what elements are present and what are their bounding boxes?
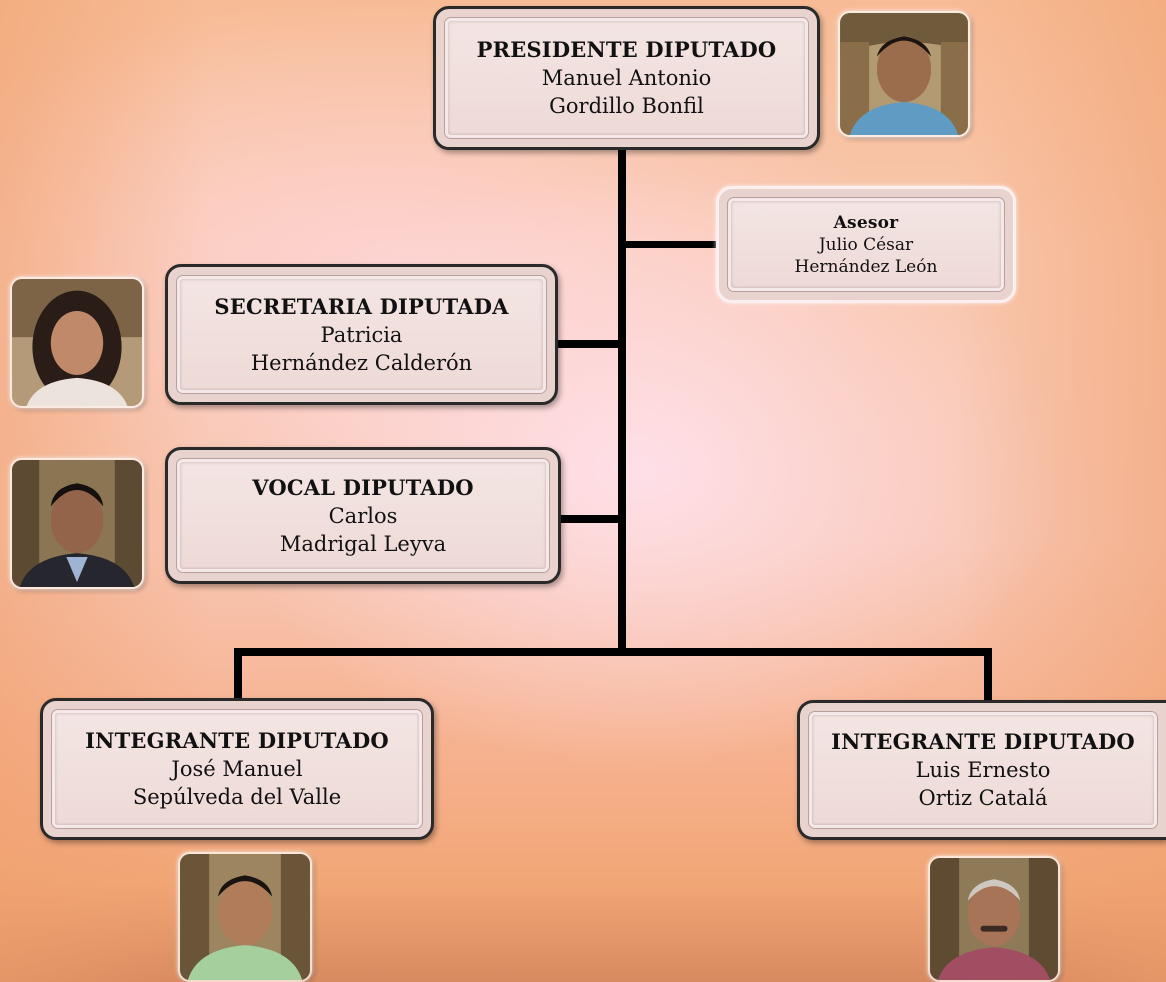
node-name-line-1: Patricia	[320, 322, 403, 347]
connector-integrante-right	[984, 648, 992, 700]
node-role: INTEGRANTE DIPUTADO	[831, 729, 1135, 754]
connector-trunk	[618, 148, 626, 656]
connector-secretaria	[556, 340, 622, 348]
node-name-line-2: Sepúlveda del Valle	[132, 785, 342, 809]
node-asesor: Asesor Julio César Hernández León	[716, 186, 1016, 303]
photo-secretaria	[10, 277, 144, 408]
node-name-line-1: Luis Ernesto	[915, 758, 1051, 782]
photo-presidente	[838, 11, 970, 137]
connector-asesor	[622, 241, 718, 248]
photo-integrante-left	[178, 852, 312, 982]
connector-horizontal	[234, 648, 992, 656]
node-role: PRESIDENTE DIPUTADO	[476, 37, 777, 62]
node-name-line-1: José Manuel	[171, 757, 303, 781]
node-name-line-1: Manuel Antonio	[541, 66, 712, 90]
photo-vocal	[10, 458, 144, 589]
photo-integrante-right	[928, 856, 1060, 982]
portrait-icon	[180, 854, 310, 980]
node-name-line-2: Gordillo Bonfil	[549, 94, 704, 118]
node-name-line-2: Ortiz Catalá	[918, 786, 1048, 810]
node-name-line-2: Madrigal Leyva	[279, 531, 447, 556]
portrait-icon	[12, 279, 142, 406]
connector-vocal	[560, 515, 622, 523]
node-integrante-left: INTEGRANTE DIPUTADO José Manuel Sepúlved…	[40, 698, 434, 840]
node-secretaria: SECRETARIA DIPUTADA Patricia Hernández C…	[165, 264, 558, 405]
node-name-line-1: Carlos	[328, 503, 398, 528]
node-role: SECRETARIA DIPUTADA	[214, 293, 509, 319]
node-role: INTEGRANTE DIPUTADO	[85, 728, 389, 753]
node-integrante-right: INTEGRANTE DIPUTADO Luis Ernesto Ortiz C…	[797, 700, 1166, 840]
connector-integrante-left	[234, 648, 242, 698]
portrait-icon	[12, 460, 142, 587]
node-name-line-2: Hernández León	[794, 256, 938, 277]
node-role: VOCAL DIPUTADO	[252, 474, 474, 500]
portrait-icon	[840, 13, 968, 135]
portrait-icon	[930, 858, 1058, 980]
node-vocal: VOCAL DIPUTADO Carlos Madrigal Leyva	[165, 447, 561, 584]
node-name-line-2: Hernández Calderón	[250, 350, 473, 375]
node-role: Asesor	[833, 212, 899, 233]
node-name-line-1: Julio César	[818, 234, 914, 255]
node-presidente: PRESIDENTE DIPUTADO Manuel Antonio Gordi…	[433, 6, 820, 150]
